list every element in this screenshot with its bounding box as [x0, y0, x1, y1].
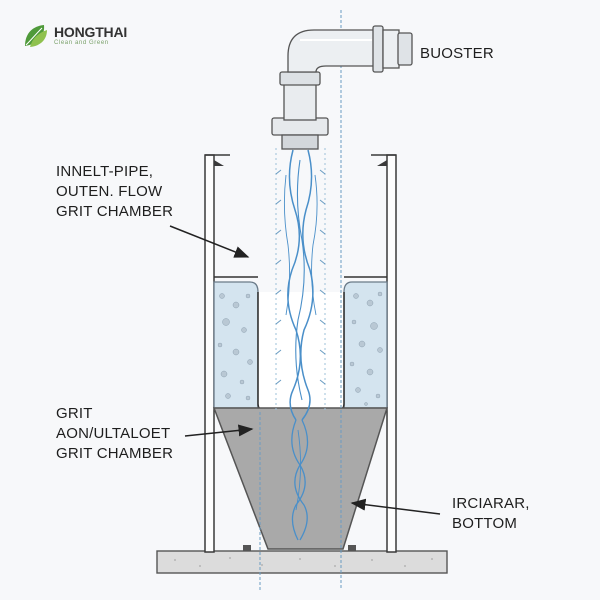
water-zone — [213, 276, 388, 409]
bottom-label: IRCIARAR, BOTTOM — [452, 494, 530, 534]
inlet-label-line-3: GRIT CHAMBER — [56, 203, 174, 220]
bottom-label-line-2: BOTTOM — [452, 515, 518, 532]
grit-label-line-3: GRIT CHAMBER — [56, 445, 174, 462]
brand-tagline: Clean and Green — [54, 40, 109, 46]
inlet-pointer-arrow — [169, 225, 250, 258]
grit-pointer-arrow — [184, 424, 254, 437]
booster-label: BUOSTER — [420, 45, 494, 62]
bottom-label-line-1: IRCIARAR, — [452, 495, 530, 512]
inlet-label-line-1: INNELT-PIPE, — [56, 163, 154, 180]
inlet-label: INNELT-PIPE, OUTEN. FLOW GRIT CHAMBER — [56, 162, 173, 222]
brand-name: HONGTHAI — [54, 24, 128, 40]
leaf-icon — [25, 25, 47, 47]
bottom-pointer-arrow — [350, 498, 441, 515]
pointer-arrows — [169, 225, 441, 515]
base-slab — [156, 545, 448, 574]
grit-label: GRIT AON/ULTALOET GRIT CHAMBER — [56, 404, 173, 464]
grit-label-line-1: GRIT — [56, 405, 93, 422]
guide-lines — [259, 10, 342, 590]
brand-logo: HONGTHAI Clean and Green — [22, 22, 127, 50]
inlet-flow-stream — [275, 148, 326, 541]
inlet-label-line-2: OUTEN. FLOW — [56, 183, 163, 200]
grit-label-line-2: AON/ULTALOET — [56, 425, 171, 442]
inlet-pipe — [271, 25, 413, 150]
